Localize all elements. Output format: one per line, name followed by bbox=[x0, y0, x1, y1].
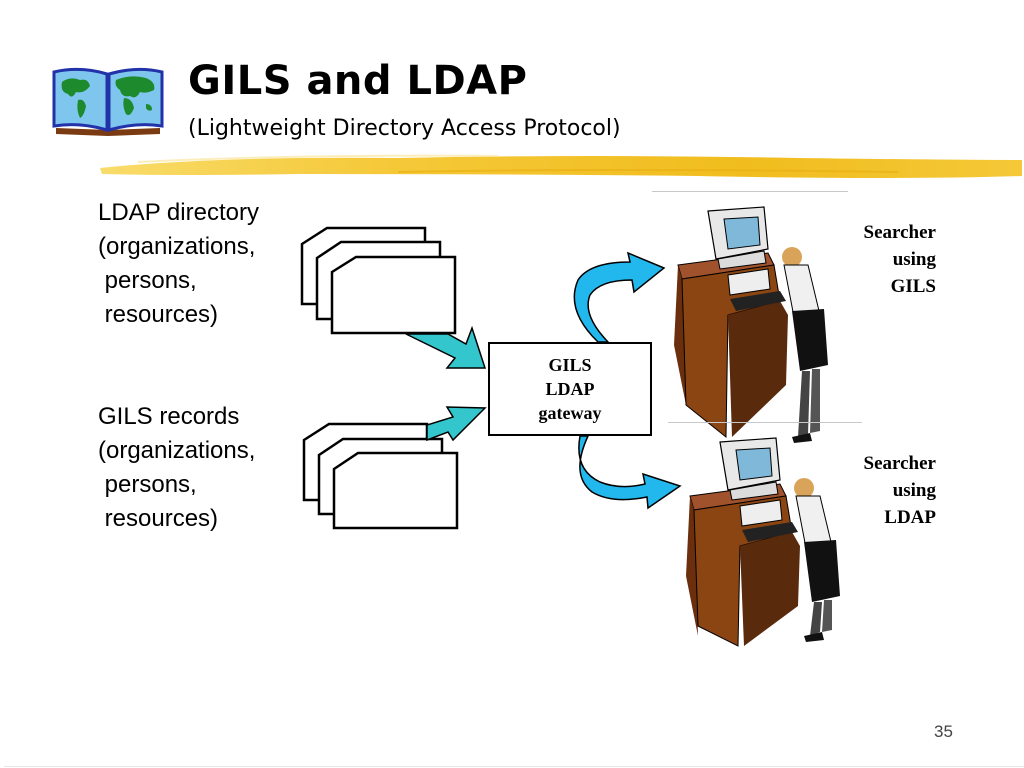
arrow-gateway-to-ldap-searcher bbox=[578, 435, 682, 510]
person-at-computer-icon bbox=[686, 437, 840, 647]
page-number: 35 bbox=[934, 722, 953, 741]
arrow-ldap-to-gateway bbox=[405, 325, 487, 369]
person-at-computer-icon bbox=[674, 206, 828, 443]
ldap-directory-label: LDAP directory (organizations, persons, … bbox=[98, 199, 259, 328]
document-stack-icon bbox=[302, 422, 459, 530]
footer-divider bbox=[4, 766, 1024, 767]
document-card bbox=[332, 451, 459, 530]
highlighter-stroke bbox=[100, 154, 1022, 178]
slide-subtitle: (Lightweight Directory Access Protocol) bbox=[188, 116, 621, 141]
document-stack-icon bbox=[300, 226, 457, 335]
document-card bbox=[330, 255, 457, 335]
gils-records-label: GILS records (organizations, persons, re… bbox=[98, 403, 256, 532]
divider-line bbox=[652, 191, 848, 192]
gateway-line: GILS bbox=[548, 355, 592, 375]
searcher-gils-label: Searcher using GILS bbox=[863, 222, 936, 297]
gateway-line: gateway bbox=[538, 403, 602, 423]
gateway-line: LDAP bbox=[545, 379, 595, 399]
arrow-gils-to-gateway bbox=[426, 406, 487, 442]
searcher-ldap-label: Searcher using LDAP bbox=[863, 453, 936, 528]
slide-title: GILS and LDAP bbox=[188, 58, 528, 104]
gils-ldap-gateway-box: GILS LDAP gateway bbox=[488, 342, 652, 436]
open-book-world-map-icon bbox=[52, 67, 164, 136]
arrow-gateway-to-gils-searcher bbox=[573, 251, 666, 343]
divider-line bbox=[668, 422, 862, 423]
